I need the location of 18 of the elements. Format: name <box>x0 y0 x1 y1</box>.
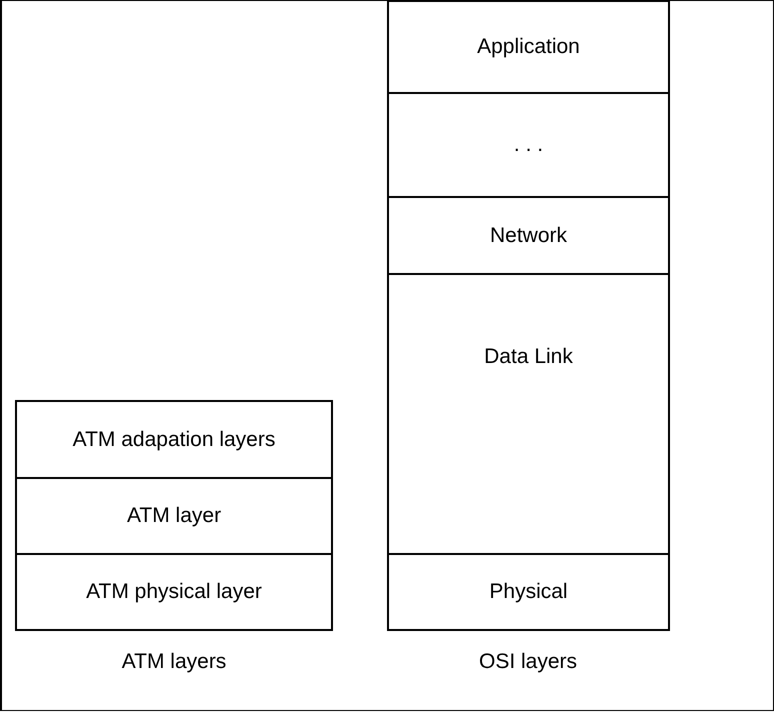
layer-label: ATM layer <box>126 504 222 528</box>
layer-box <box>387 553 670 631</box>
stack-caption: OSI layers <box>478 650 578 674</box>
layer-box <box>15 477 333 555</box>
layer-label: ATM adapation layers <box>72 428 276 452</box>
layer-box <box>387 196 670 275</box>
layer-box <box>387 0 670 94</box>
layer-box <box>15 553 333 631</box>
layer-box <box>15 400 333 479</box>
layer-label: Application <box>477 35 580 59</box>
layer-label: Physical <box>489 580 568 604</box>
layer-box <box>387 92 670 198</box>
stack-caption: ATM layers <box>120 650 228 674</box>
layer-label: Network <box>490 224 568 248</box>
layer-label: . . . <box>514 133 544 157</box>
layer-box <box>387 273 670 555</box>
layer-label: Data Link <box>484 345 573 369</box>
layer-label: ATM physical layer <box>86 580 262 604</box>
